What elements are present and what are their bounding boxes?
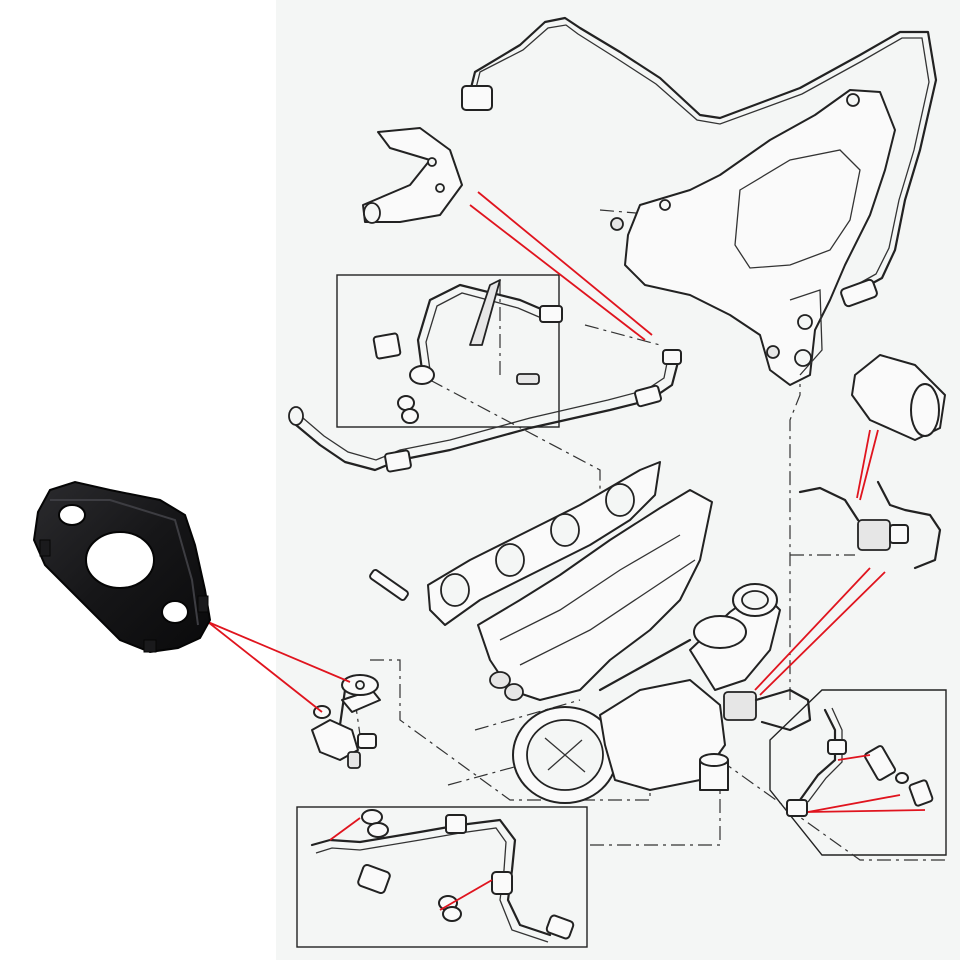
turbocharger <box>512 583 781 804</box>
detail-box-oil-feed <box>336 274 560 428</box>
coolant-pipe-detail <box>786 707 934 817</box>
coolant-return-hose <box>362 127 463 224</box>
detail-box-oil-return <box>296 806 588 948</box>
boost-control-solenoid <box>798 480 942 570</box>
exhaust-manifold-gasket <box>369 461 661 626</box>
detail-box-coolant <box>769 689 947 856</box>
intake-elbow <box>851 354 946 441</box>
oil-return-pipe <box>311 674 381 769</box>
heat-shield <box>610 89 896 386</box>
leader-lines <box>207 191 926 911</box>
oil-feed-pipe <box>288 349 682 473</box>
exhaust-manifold <box>477 489 713 701</box>
oil-return-pipe-detail <box>310 809 575 943</box>
gasket-bolt-hole-top <box>58 504 86 526</box>
oil-feed-pipe-detail <box>372 279 563 424</box>
coolant-feed-pipe <box>461 16 938 308</box>
gasket-bolt-hole-bottom <box>161 600 189 624</box>
wastegate-actuator <box>723 688 812 732</box>
gasket-center-hole <box>85 531 155 589</box>
